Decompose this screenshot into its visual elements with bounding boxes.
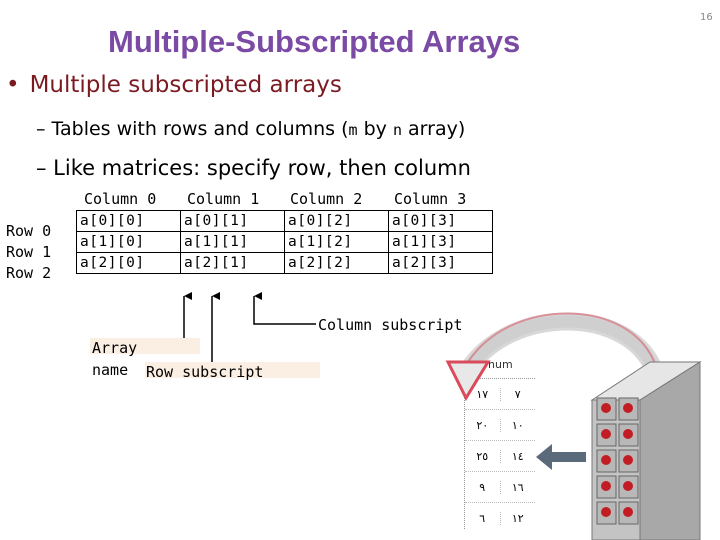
array-name-label-line1: Array bbox=[92, 339, 138, 357]
sub-bullet-2: – Like matrices: specify row, then colum… bbox=[36, 156, 471, 180]
list-item: ٩ ١٦ bbox=[465, 472, 535, 503]
list-item: ٢٥ ١٤ bbox=[465, 441, 535, 472]
slide-title: Multiple-Subscripted Arrays bbox=[108, 24, 521, 59]
sheet-value: ١٦ bbox=[499, 480, 536, 494]
array-cell: a[0][1] bbox=[180, 210, 285, 232]
list-item: ٦ ١٢ bbox=[465, 503, 535, 533]
sub-bullet-1-n: n bbox=[392, 121, 402, 139]
array-table: a[0][0] a[0][1] a[0][2] a[0][3] a[1][0] … bbox=[76, 210, 493, 274]
array-cell: a[1][2] bbox=[284, 231, 389, 253]
sub-bullet-1-prefix: – Tables with rows and columns ( bbox=[36, 118, 349, 140]
list-item: ٢٠ ١٠ bbox=[465, 410, 535, 441]
left-arrow-icon bbox=[536, 444, 586, 470]
row-subscript-label: Row subscript bbox=[146, 363, 264, 381]
row-label-2: Row 2 bbox=[6, 264, 52, 282]
array-cell: a[0][3] bbox=[388, 210, 493, 232]
list-item: ١٧ ٧ bbox=[465, 379, 535, 410]
row-label-1: Row 1 bbox=[6, 243, 52, 261]
row-label-0: Row 0 bbox=[6, 222, 52, 240]
sub-bullet-1-suffix: array) bbox=[402, 118, 466, 140]
slide-number: 16 bbox=[700, 12, 713, 23]
table-row: a[0][0] a[0][1] a[0][2] a[0][3] bbox=[76, 210, 493, 232]
cabinet-icon bbox=[590, 361, 702, 540]
array-name-highlight bbox=[90, 338, 200, 354]
number-sheet-rows: ١٧ ٧ ٢٠ ١٠ ٢٥ ١٤ ٩ ١٦ ٦ ١٢ bbox=[465, 379, 535, 533]
sheet-value: ٦ bbox=[479, 511, 486, 525]
sheet-value: ٧ bbox=[499, 387, 536, 401]
column-header-3: Column 3 bbox=[394, 190, 467, 208]
row-subscript-highlight bbox=[145, 362, 320, 378]
sheet-value: ١٢ bbox=[499, 511, 536, 525]
main-bullet-text: Multiple subscripted arrays bbox=[29, 72, 342, 98]
column-subscript-pointer bbox=[253, 292, 316, 325]
sub-bullet-1-m: m bbox=[348, 121, 358, 139]
array-cell: a[1][1] bbox=[180, 231, 285, 253]
array-cell: a[2][3] bbox=[388, 252, 493, 274]
number-sheet-header: num bbox=[488, 358, 513, 371]
sheet-value: ٢٠ bbox=[476, 418, 489, 432]
sheet-value: ١٤ bbox=[499, 449, 536, 463]
sheet-value: ٢٥ bbox=[476, 449, 489, 463]
bullet-dot-icon: • bbox=[6, 72, 20, 98]
column-header-0: Column 0 bbox=[84, 190, 157, 208]
number-sheet: num ١٧ ٧ ٢٠ ١٠ ٢٥ ١٤ ٩ ١٦ ٦ ١٢ bbox=[458, 356, 540, 534]
column-header-1: Column 1 bbox=[187, 190, 260, 208]
array-cell: a[2][2] bbox=[284, 252, 389, 274]
curved-arrow-icon bbox=[445, 312, 664, 402]
sub-bullet-1-mid: by bbox=[357, 118, 393, 140]
number-sheet-grid: ١٧ ٧ ٢٠ ١٠ ٢٥ ١٤ ٩ ١٦ ٦ ١٢ bbox=[464, 378, 535, 529]
table-row: a[2][0] a[2][1] a[2][2] a[2][3] bbox=[76, 252, 493, 274]
array-cell: a[0][2] bbox=[284, 210, 389, 232]
sheet-value: ٩ bbox=[479, 480, 486, 494]
array-cell: a[2][1] bbox=[180, 252, 285, 274]
main-bullet: • Multiple subscripted arrays bbox=[6, 72, 342, 98]
sub-bullet-1: – Tables with rows and columns (m by n a… bbox=[36, 118, 465, 140]
sheet-value: ١٧ bbox=[476, 387, 489, 401]
column-subscript-label: Column subscript bbox=[318, 316, 463, 334]
table-row: a[1][0] a[1][1] a[1][2] a[1][3] bbox=[76, 231, 493, 253]
sheet-value: ١٠ bbox=[499, 418, 536, 432]
storage-illustration bbox=[445, 312, 702, 540]
array-cell: a[2][0] bbox=[76, 252, 181, 274]
column-header-2: Column 2 bbox=[290, 190, 363, 208]
array-name-label-line2: name bbox=[92, 361, 129, 379]
